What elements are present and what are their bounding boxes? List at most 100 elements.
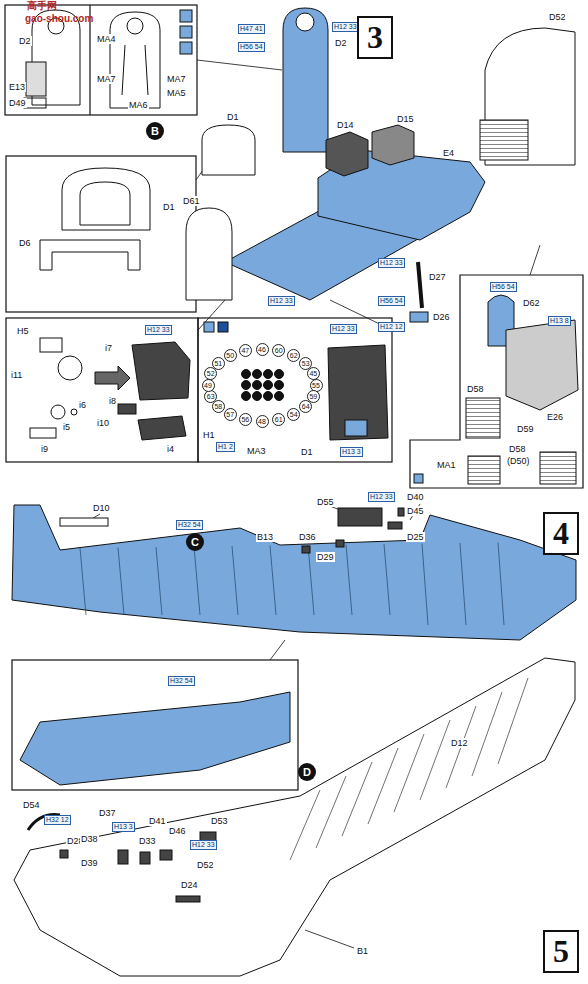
- watermark: gao-shou.com: [24, 14, 94, 24]
- paint-code: H12 33: [368, 492, 395, 502]
- part-number: D53: [210, 816, 229, 826]
- part-number: D1: [162, 202, 176, 212]
- fuselage-half: [60, 518, 108, 526]
- instrument-panel: [345, 420, 367, 436]
- instrument-number: 46: [256, 343, 269, 356]
- seat-back-part: [127, 18, 143, 34]
- part-number: (D50): [506, 456, 531, 466]
- radiator-part: [414, 295, 578, 484]
- fuselage-frame: [394, 734, 424, 812]
- instrument-number: 50: [224, 349, 237, 362]
- fuselage-frame: [384, 544, 390, 615]
- seat-part: [80, 182, 130, 225]
- gunsight-part: [30, 428, 56, 438]
- instrument-dial: [264, 370, 273, 379]
- gunsight-part: [58, 356, 82, 380]
- cockpit-tub: [418, 262, 422, 308]
- fuselage-half: [80, 543, 504, 626]
- part-number: D14: [336, 120, 355, 130]
- gunsight-part: [71, 409, 77, 415]
- inset-frame: [5, 5, 197, 115]
- instrument-panel: [218, 322, 228, 332]
- cockpit-tub: [283, 8, 328, 152]
- view-letter: B: [151, 125, 159, 137]
- cockpit-tub: [202, 125, 255, 175]
- instrument-number: 60: [272, 344, 285, 357]
- part-number: D37: [98, 808, 117, 818]
- instrument-dial: [242, 381, 251, 390]
- part-number: D6: [18, 238, 32, 248]
- seat-part: [40, 168, 150, 270]
- instrument-number: 54: [287, 408, 300, 421]
- step-number-box: 3: [357, 16, 393, 59]
- inset-frame: [12, 660, 298, 790]
- fuselage-half: [338, 508, 382, 526]
- fuselage-frame: [308, 545, 314, 615]
- paint-code: H56 54: [378, 296, 405, 306]
- seat-part: [62, 168, 150, 230]
- part-number: D58: [466, 384, 485, 394]
- fuselage-frame: [368, 748, 398, 824]
- part-number: D26: [432, 312, 451, 322]
- fuselage-half: [398, 508, 404, 516]
- instrument-dial: [253, 381, 262, 390]
- fuselage-frame: [420, 720, 450, 800]
- paint-code: H1 2: [216, 442, 235, 452]
- seat-back-part: [180, 10, 192, 22]
- part-number: D33: [138, 836, 157, 846]
- radiator-part: [414, 474, 423, 483]
- radiator-part: [540, 452, 576, 484]
- inset-frame: [6, 156, 196, 312]
- part-number: D40: [406, 492, 425, 502]
- gunsight-part: [40, 338, 62, 352]
- instrument-number: 48: [256, 415, 269, 428]
- part-number: D45: [406, 506, 425, 516]
- inset-frame: [198, 318, 392, 462]
- step-number: 4: [553, 515, 569, 552]
- paint-code: H12 33: [332, 22, 359, 32]
- cockpit-tub: [410, 312, 428, 322]
- fuselage-half: [302, 546, 310, 553]
- view-letter: C: [191, 536, 199, 548]
- radiator-part: [506, 320, 578, 410]
- part-number: E13: [8, 82, 26, 92]
- fuselage-half: [20, 692, 290, 785]
- paint-code: H12 12: [378, 322, 405, 332]
- seat-back-part: [110, 12, 160, 108]
- leader-line: [305, 930, 354, 948]
- paint-code: H12 33: [268, 296, 295, 306]
- fuselage-half: [14, 658, 575, 976]
- instrument-dial: [275, 370, 284, 379]
- fuselage-frame: [498, 678, 528, 764]
- leader-line: [270, 640, 285, 660]
- fuselage-frame: [460, 543, 466, 625]
- inset-frame: [6, 318, 198, 462]
- part-number: D41: [148, 816, 167, 826]
- part-number: E4: [442, 148, 455, 158]
- instrument-dial: [264, 392, 273, 401]
- seat-back-part: [122, 45, 125, 95]
- fuselage-half: [336, 540, 344, 547]
- fuselage-half: [388, 522, 402, 529]
- paint-code: H32 54: [168, 676, 195, 686]
- cockpit-tub: [480, 120, 528, 160]
- leader-line: [197, 60, 282, 70]
- part-number: D1: [300, 447, 314, 457]
- part-number: D62: [522, 298, 541, 308]
- step-number: 3: [367, 19, 383, 56]
- fuselage-frame: [80, 548, 86, 615]
- cockpit-tub: [296, 13, 314, 31]
- fuselage-frame: [290, 790, 320, 860]
- part-number: i8: [108, 396, 117, 406]
- fuselage-frame: [342, 762, 372, 836]
- part-number: MA6: [128, 100, 149, 110]
- leader-line: [530, 245, 540, 275]
- part-number: D1: [226, 112, 240, 122]
- fuselage-half: [14, 658, 575, 976]
- paint-code: H12 33: [330, 324, 357, 334]
- fuselage-frame: [270, 546, 276, 616]
- instrument-dial: [253, 370, 262, 379]
- part-number: D36: [298, 532, 317, 542]
- part-number: i10: [96, 418, 110, 428]
- fuselage-half: [176, 896, 200, 902]
